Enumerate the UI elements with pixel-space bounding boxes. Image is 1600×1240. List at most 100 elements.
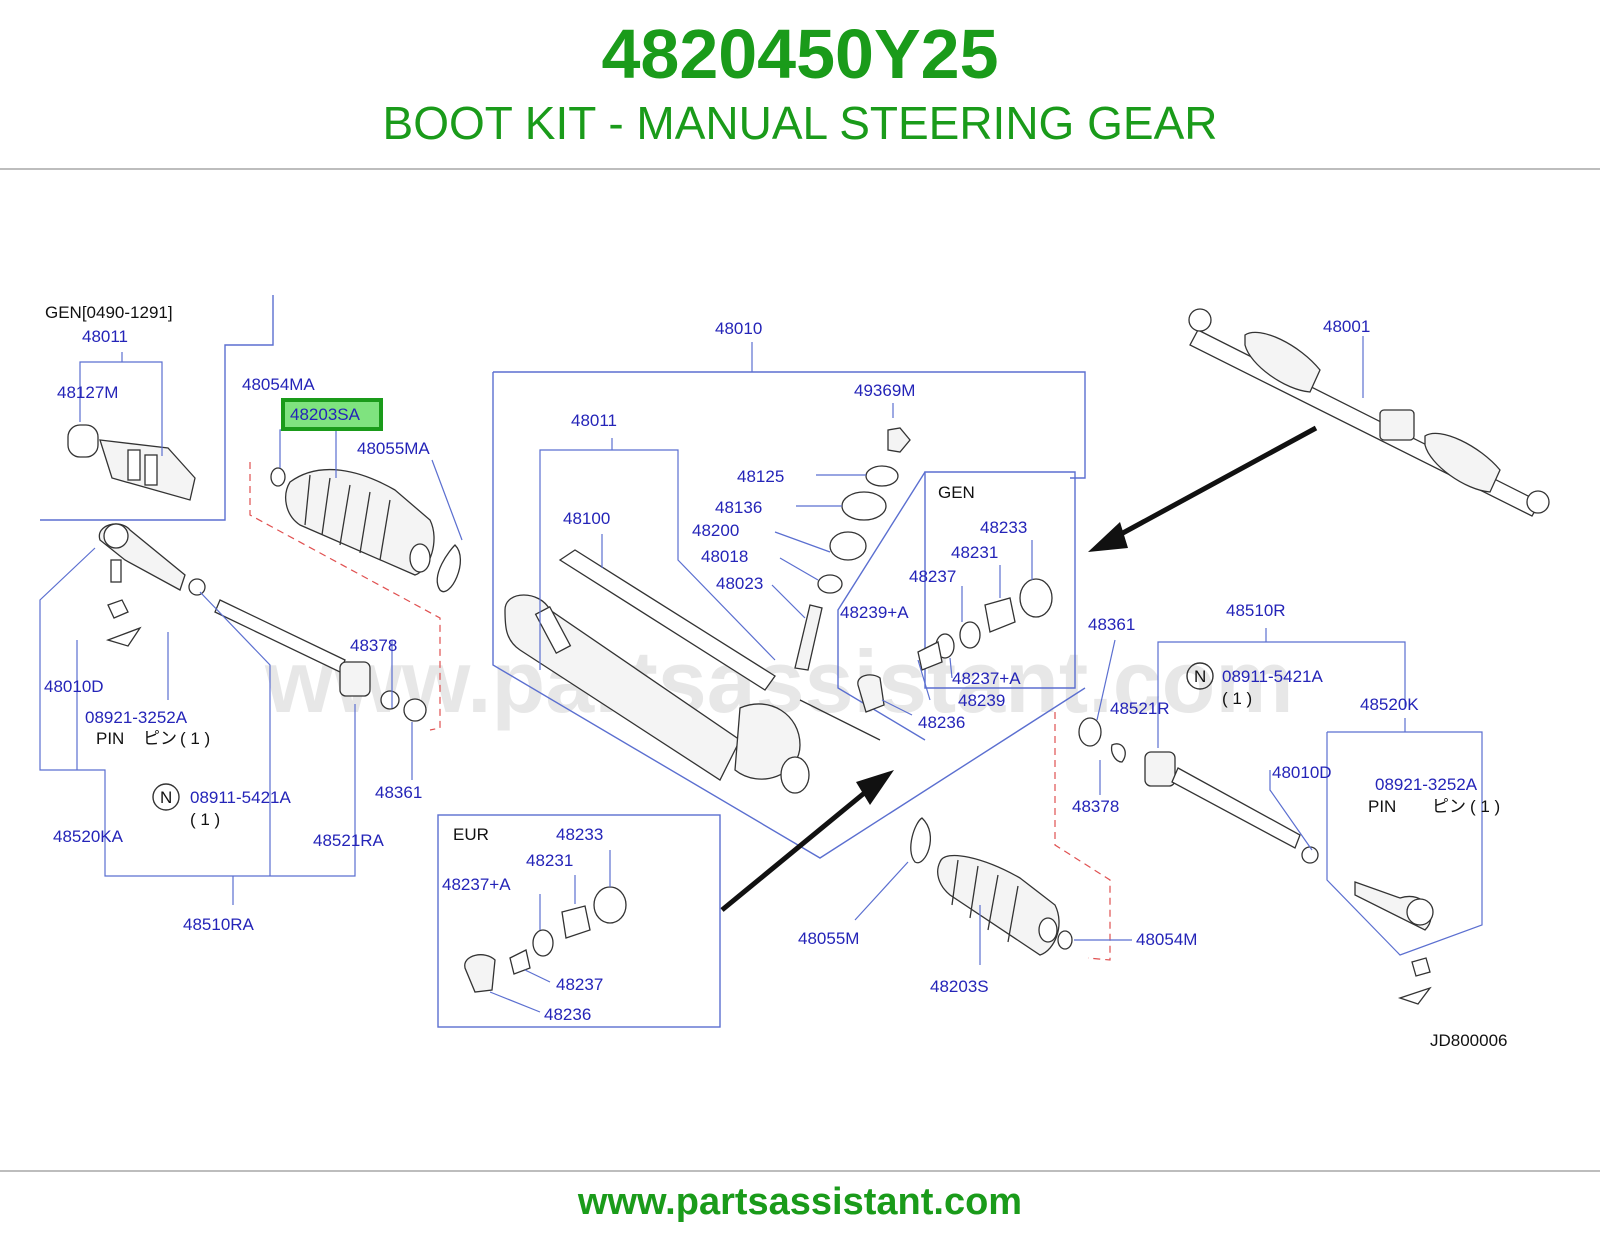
label-48010D-right: 48010D xyxy=(1272,763,1332,782)
adjust-plug-49369M[interactable] xyxy=(887,427,911,453)
leader-line xyxy=(774,531,831,553)
boot-band-48055M[interactable] xyxy=(910,817,932,864)
eur-washer-48237A[interactable] xyxy=(532,929,554,957)
label-48510R: 48510R xyxy=(1226,601,1286,620)
gen-range-inset xyxy=(40,295,274,521)
label-48054MA: 48054MA xyxy=(242,375,315,394)
complete-assembly-48001[interactable] xyxy=(1188,308,1550,517)
label-48055M: 48055M xyxy=(798,929,859,948)
label-48361-right: 48361 xyxy=(1088,615,1135,634)
seal-48018[interactable] xyxy=(817,574,843,594)
eur-adjust-48233[interactable] xyxy=(593,886,627,924)
boot-clamp-48054M[interactable] xyxy=(1057,930,1073,950)
left-tie-rod-group xyxy=(39,523,427,905)
label-gen: GEN xyxy=(938,483,975,502)
washer-48125[interactable] xyxy=(865,465,899,487)
eur-spring-48231[interactable] xyxy=(561,905,591,939)
label-48011-mid: 48011 xyxy=(571,411,617,430)
page-header: 4820450Y25 BOOT KIT - MANUAL STEERING GE… xyxy=(0,0,1600,168)
label-48520K: 48520K xyxy=(1360,695,1419,714)
label-48001: 48001 xyxy=(1323,317,1370,336)
ball-joint xyxy=(103,523,129,549)
assembly-ball-joint xyxy=(1526,490,1550,514)
leader-line xyxy=(854,861,909,921)
inner-socket-right xyxy=(1144,751,1176,787)
gen-subassembly-border xyxy=(924,471,1076,689)
bearing-48200[interactable] xyxy=(829,531,867,561)
direction-arrows xyxy=(720,425,1318,912)
pinion-48023[interactable] xyxy=(794,604,823,671)
label-n-right: N xyxy=(1194,667,1206,686)
label-48054M: 48054M xyxy=(1136,930,1197,949)
label-gen-48236: 48236 xyxy=(918,713,965,732)
inner-tie-rod-48521R[interactable] xyxy=(1171,767,1301,849)
leader-line xyxy=(539,449,776,670)
right-tie-rod-group xyxy=(1054,628,1483,1005)
castle-nut-08911-5421A[interactable] xyxy=(107,599,129,619)
lock-nut-48361-right[interactable] xyxy=(1078,717,1102,747)
label-eur-48231: 48231 xyxy=(526,851,573,870)
castle-nut-08911-5421A-right[interactable] xyxy=(1411,957,1431,977)
label-gen-48239: 48239 xyxy=(958,691,1005,710)
leader-line xyxy=(524,969,551,983)
highlight-box-48203SA[interactable] xyxy=(281,398,383,431)
lock-nut-right[interactable] xyxy=(1301,846,1319,864)
label-48520KA: 48520KA xyxy=(53,827,124,846)
leader-line xyxy=(431,459,463,541)
boot-48203S[interactable] xyxy=(937,854,1060,956)
label-48100: 48100 xyxy=(563,509,610,528)
rack-end-thread xyxy=(799,699,881,741)
rack-collar xyxy=(127,449,141,481)
label-48127M: 48127M xyxy=(57,383,118,402)
eur-subassembly xyxy=(437,814,721,1028)
label-48510RA: 48510RA xyxy=(183,915,255,934)
label-pin-right: PIN xyxy=(1368,797,1396,816)
gen-spring-48239[interactable] xyxy=(917,641,943,671)
label-48011-left: 48011 xyxy=(82,327,128,346)
label-48125: 48125 xyxy=(737,467,784,486)
label-qty-right: ( 1 ) xyxy=(1222,689,1252,708)
lock-nut-48136[interactable] xyxy=(841,491,887,521)
rack-48100[interactable] xyxy=(558,549,776,691)
boot-band-48055MA[interactable] xyxy=(436,544,461,593)
gen-range-inset-border xyxy=(40,295,274,521)
label-pin-qty-left: ( 1 ) xyxy=(180,729,210,748)
label-48378-left: 48378 xyxy=(350,636,397,655)
gen-adjust-48233[interactable] xyxy=(1019,578,1053,618)
cotter-pin-08921-3252A[interactable] xyxy=(105,626,142,647)
leader-bracket xyxy=(1326,731,1483,956)
cotter-pin-08921-3252A-right[interactable] xyxy=(1397,986,1432,1005)
label-08921-left: 08921-3252A xyxy=(85,708,188,727)
footer-website-url[interactable]: www.partsassistant.com xyxy=(577,1181,1023,1223)
leader-bracket xyxy=(1157,641,1406,748)
eur-yoke-48236[interactable] xyxy=(464,954,496,993)
lock-nut-48361[interactable] xyxy=(403,698,427,722)
boot-kit-dashed-outline xyxy=(249,462,441,731)
label-48361-left: 48361 xyxy=(375,783,422,802)
left-boot-group xyxy=(249,429,463,731)
gen-washer-48237[interactable] xyxy=(959,621,981,649)
header-divider xyxy=(0,168,1600,170)
gen-subassembly-border xyxy=(837,471,926,741)
lock-washer-48378[interactable] xyxy=(380,690,400,710)
label-gen-48237: 48237 xyxy=(909,567,956,586)
n-marker-left xyxy=(152,783,180,811)
lock-washer-48378-right[interactable] xyxy=(1110,743,1126,763)
arrow-shaft xyxy=(1108,425,1318,543)
lock-nut[interactable] xyxy=(188,578,206,596)
boot-neck xyxy=(1038,917,1058,943)
arrow-shaft xyxy=(720,788,870,912)
label-48023: 48023 xyxy=(716,574,763,593)
label-48521RA: 48521RA xyxy=(313,831,385,850)
boot-clamp-48054MA[interactable] xyxy=(270,467,286,487)
eur-washer-48237[interactable] xyxy=(509,949,531,975)
label-gen-range: GEN[0490-1291] xyxy=(45,303,173,322)
label-49369M: 49369M xyxy=(854,381,915,400)
label-08911-right: 08911-5421A xyxy=(1222,667,1323,686)
diagram-code: JD800006 xyxy=(1430,1031,1508,1050)
gen-spring-48231[interactable] xyxy=(984,597,1016,633)
seal-ring-48127M[interactable] xyxy=(67,424,99,458)
label-48203SA[interactable]: 48203SA xyxy=(290,405,361,424)
label-n-left: N xyxy=(160,788,172,807)
label-pin-jp-left: ピン xyxy=(143,729,177,748)
